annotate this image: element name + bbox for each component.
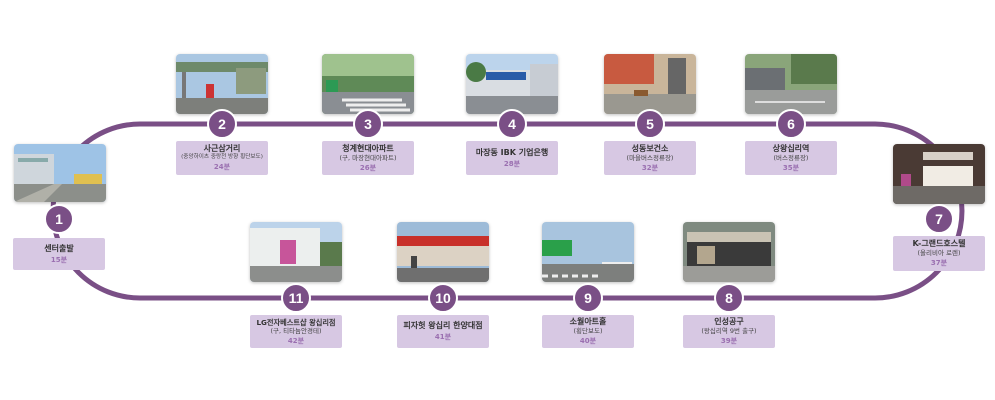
stop-marker-7[interactable]: 7: [924, 204, 954, 234]
stop-photo-2: [176, 54, 268, 114]
stop-photo-7: [893, 144, 985, 204]
stop-name-1: 센터출발: [44, 243, 74, 253]
stop-name-5: 성동보건소: [631, 143, 669, 153]
stop-name-7: K-그랜드호스텔: [912, 239, 966, 249]
stop-name-10: 피자헛 왕십리 한양대점: [403, 321, 483, 331]
stop-marker-9[interactable]: 9: [573, 283, 603, 313]
stop-label-3: 청계현대아파트 (구, 마장현대아파트) 26분: [322, 141, 414, 175]
stop-sub-7: (올리비아 로렌): [917, 249, 961, 258]
stop-time-6: 35분: [782, 163, 800, 172]
stop-marker-2[interactable]: 2: [207, 109, 237, 139]
stop-time-10: 41분: [434, 333, 452, 342]
stop-time-4: 28분: [503, 159, 521, 168]
stop-photo-5: [604, 54, 696, 114]
stop-photo-1: [14, 144, 106, 202]
stop-marker-6[interactable]: 6: [776, 109, 806, 139]
stop-time-1: 15분: [50, 255, 68, 264]
stop-time-5: 32분: [641, 163, 659, 172]
stop-photo-11: [250, 222, 342, 282]
stop-marker-3[interactable]: 3: [353, 109, 383, 139]
stop-sub-3: (구, 마장현대아파트): [339, 153, 397, 162]
stop-marker-10[interactable]: 10: [428, 283, 458, 313]
stop-label-11: LG전자베스트샵 왕십리점 (구, 티타늄안경테) 42분: [250, 315, 342, 348]
stop-marker-1[interactable]: 1: [44, 204, 74, 234]
stop-photo-9: [542, 222, 634, 282]
stop-photo-3: [322, 54, 414, 114]
stop-marker-5[interactable]: 5: [635, 109, 665, 139]
stop-sub-5: (마을버스정류장): [626, 153, 674, 162]
stop-label-4: 마장동 IBK 기업은행 28분: [466, 141, 558, 175]
stop-name-9: 소월아트홀: [569, 317, 607, 327]
stop-photo-6: [745, 54, 837, 114]
stop-name-6: 상왕십리역: [772, 143, 810, 153]
stop-name-4: 마장동 IBK 기업은행: [475, 147, 549, 157]
stop-marker-8[interactable]: 8: [714, 283, 744, 313]
stop-name-8: 인성공구: [714, 317, 744, 327]
stop-sub-9: (횡단보도): [573, 327, 603, 336]
stop-sub-6: (버스정류장): [773, 153, 809, 162]
stop-name-3: 청계현대아파트: [342, 143, 394, 153]
stop-marker-11[interactable]: 11: [281, 283, 311, 313]
stop-label-6: 상왕십리역 (버스정류장) 35분: [745, 141, 837, 175]
stop-name-2: 사근삼거리: [203, 144, 241, 154]
stop-sub-8: (왕십리역 9번 출구): [701, 327, 757, 336]
stop-time-3: 26분: [359, 163, 377, 172]
stop-label-10: 피자헛 왕십리 한양대점 41분: [397, 315, 489, 348]
stop-label-8: 인성공구 (왕십리역 9번 출구) 39분: [683, 315, 775, 348]
stop-time-2: 24분: [213, 163, 231, 172]
stop-time-9: 40분: [579, 337, 597, 346]
stop-label-1: 센터출발 15분: [13, 238, 105, 270]
stop-label-7: K-그랜드호스텔 (올리비아 로렌) 37분: [893, 236, 985, 271]
stop-photo-4: [466, 54, 558, 114]
stop-sub-2: (중앙하이츠 중랑천 방향 횡단보도): [181, 154, 263, 161]
stop-label-2: 사근삼거리 (중앙하이츠 중랑천 방향 횡단보도) 24분: [176, 141, 268, 175]
stop-photo-10: [397, 222, 489, 282]
stop-time-8: 39분: [720, 337, 738, 346]
stop-name-11: LG전자베스트샵 왕십리점: [256, 317, 336, 327]
stop-marker-4[interactable]: 4: [497, 109, 527, 139]
stop-label-9: 소월아트홀 (횡단보도) 40분: [542, 315, 634, 348]
stop-time-11: 42분: [287, 336, 305, 345]
stop-label-5: 성동보건소 (마을버스정류장) 32분: [604, 141, 696, 175]
stop-photo-8: [683, 222, 775, 282]
stop-sub-11: (구, 티타늄안경테): [270, 326, 322, 335]
stop-time-7: 37분: [930, 259, 948, 268]
